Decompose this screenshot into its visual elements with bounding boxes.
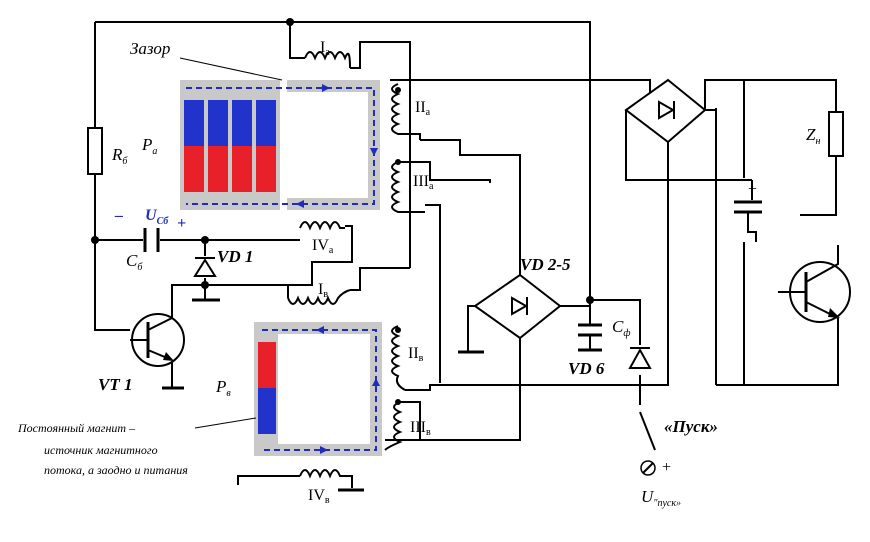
- winding-iiia: [391, 161, 425, 213]
- magnet-b: [258, 342, 276, 434]
- winding-iia: [391, 83, 421, 140]
- magnet-pointer: [194, 417, 257, 429]
- label-ucb-plus: +: [177, 215, 186, 232]
- label-pa: Pа: [141, 135, 157, 157]
- transistor-right: [778, 245, 851, 323]
- label-ucb: UCб: [145, 207, 169, 227]
- transistor-vt1: [130, 313, 185, 367]
- label-ivv: IVв: [308, 487, 330, 506]
- diode-vd1: [193, 257, 217, 277]
- label-iiv: IIв: [408, 345, 424, 364]
- label-magnet-2: источник магнитного: [44, 443, 158, 457]
- flux-path-a: [186, 84, 378, 208]
- winding-iv: [287, 289, 351, 305]
- label-iv: Iв: [318, 281, 328, 300]
- winding-iiv: [391, 325, 406, 391]
- diode-vd6: [628, 347, 652, 369]
- label-rb: Rб: [111, 145, 128, 167]
- label-vd1: VD 1: [217, 247, 253, 266]
- label-ia: Iа: [320, 39, 330, 58]
- label-pv: Pв: [215, 377, 231, 399]
- capacitor-cb: [143, 228, 160, 252]
- magnet-stack-a: [184, 100, 276, 192]
- bridge-vd2-5: [473, 273, 562, 340]
- junction-dots: [91, 18, 594, 405]
- label-upusk: U"пуск»: [641, 487, 681, 509]
- label-vd25: VD 2-5: [520, 255, 571, 274]
- winding-ivv: [299, 469, 345, 479]
- label-vt1: VT 1: [98, 375, 132, 394]
- winding-ia: [304, 51, 351, 69]
- wiring: [94, 21, 839, 492]
- label-iiiv: IIIв: [410, 419, 431, 438]
- flux-path-b: [262, 326, 380, 454]
- label-iiia: IIIа: [413, 173, 434, 192]
- label-vd6: VD 6: [568, 359, 605, 378]
- label-cap-plus: +: [748, 181, 757, 198]
- resistor-zn: [828, 111, 844, 157]
- label-iia: IIа: [415, 99, 431, 118]
- label-ucb-minus: –: [114, 207, 123, 224]
- winding-iva: [299, 221, 345, 231]
- resistor-rb: [87, 127, 103, 175]
- label-magnet-3: потока, а заодно и питания: [44, 463, 188, 477]
- label-zn: Zн: [806, 125, 820, 147]
- label-magnet-1: Постоянный магнит –: [17, 421, 136, 435]
- label-pusk-plus: +: [662, 459, 671, 476]
- label-cf: Cф: [612, 317, 630, 339]
- label-gap: Зазор: [130, 39, 170, 58]
- gap-pointer: [179, 57, 283, 81]
- label-cb: Cб: [126, 251, 143, 273]
- winding-iiiv: [384, 401, 403, 451]
- label-iva: IVа: [312, 237, 334, 256]
- bridge-right: [624, 78, 707, 144]
- label-pusk: «Пуск»: [664, 417, 718, 436]
